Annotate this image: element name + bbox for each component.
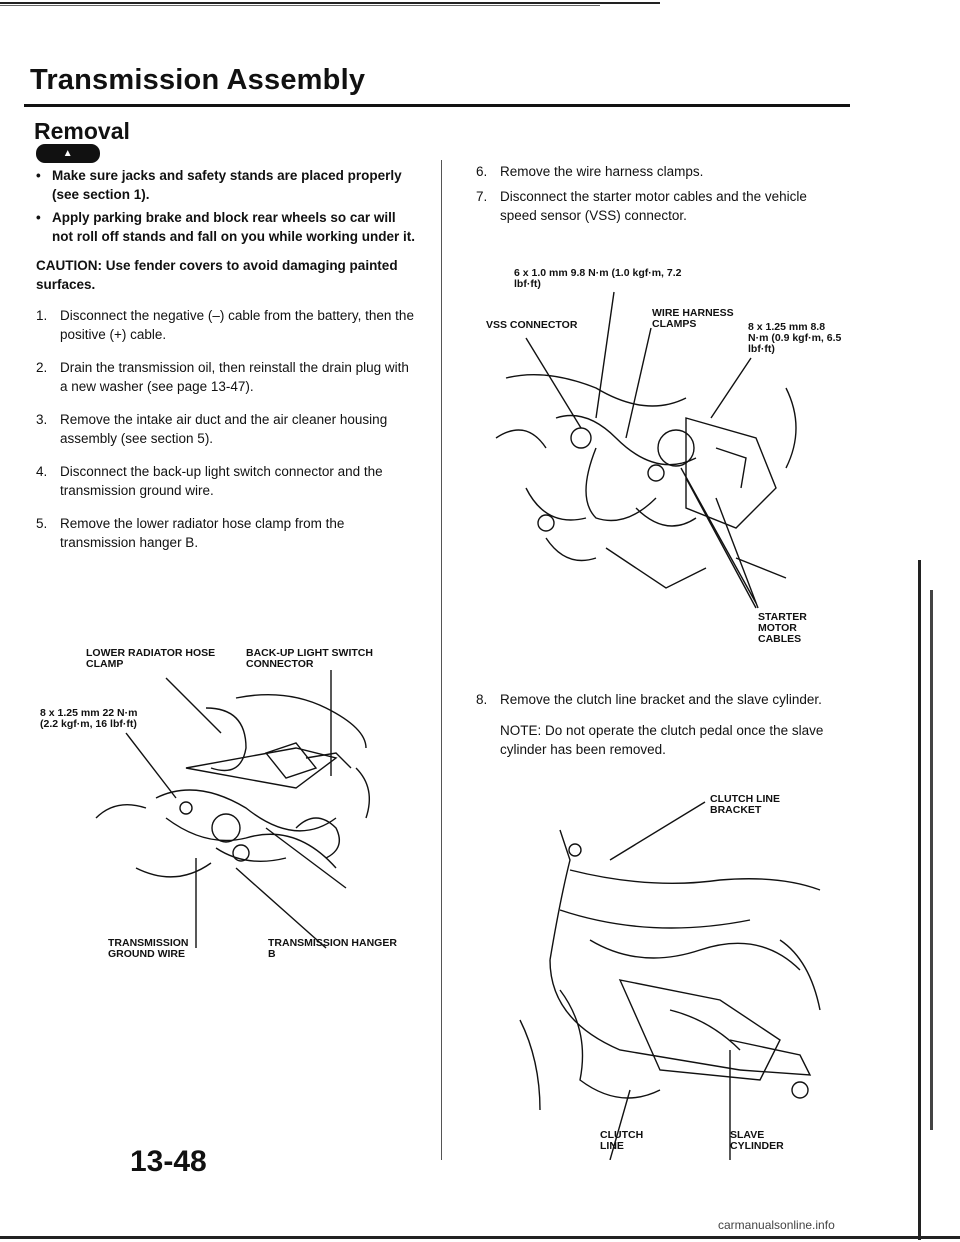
label-backup-light-switch-connector: BACK-UP LIGHT SWITCH CONNECTOR: [246, 647, 373, 670]
figure-starter-vss: 6 x 1.0 mm 9.8 N·m (1.0 kgf·m, 7.2 lbf·f…: [486, 268, 846, 668]
warning-bullet: Make sure jacks and safety stands are pl…: [36, 166, 416, 204]
label-starter-motor-cables: STARTER MOTOR CABLES: [758, 611, 807, 645]
left-column: Make sure jacks and safety stands are pl…: [36, 166, 416, 566]
step-number: 2.: [36, 360, 48, 375]
note-text: NOTE: Do not operate the clutch pedal on…: [500, 723, 824, 757]
step-item: 6. Remove the wire harness clamps.: [476, 162, 846, 181]
section-heading: Removal: [34, 118, 130, 144]
label-transmission-hanger-b: TRANSMISSION HANGER B: [268, 937, 397, 960]
warning-bullet: Apply parking brake and block rear wheel…: [36, 208, 416, 246]
step-text: Disconnect the negative (–) cable from t…: [60, 308, 414, 342]
caution-text: CAUTION: Use fender covers to avoid dama…: [36, 258, 398, 292]
step-text: Drain the transmission oil, then reinsta…: [60, 360, 409, 394]
label-bolt-spec-8x125-right: 8 x 1.25 mm 8.8 N·m (0.9 kgf·m, 6.5 lbf·…: [748, 321, 842, 355]
illustration-clutch-slave: [519, 801, 821, 1160]
label-wire-harness-clamps: WIRE HARNESS CLAMPS: [652, 307, 734, 330]
label-slave-cylinder: SLAVE CYLINDER: [730, 1129, 784, 1152]
figure-clutch-slave: CLUTCH LINE BRACKET CLUTCH LINE SLAVE CY…: [500, 790, 840, 1160]
step-number: 5.: [36, 516, 48, 531]
bottom-border-line: [0, 1236, 960, 1239]
label-lower-radiator-hose-clamp: LOWER RADIATOR HOSE CLAMP: [86, 647, 216, 670]
step-item: 2. Drain the transmission oil, then reins…: [36, 358, 416, 396]
warning-badge: ▲ WARNING: [36, 144, 100, 178]
figure-radiator-hose-clamp: LOWER RADIATOR HOSE CLAMP BACK-UP LIGHT …: [36, 648, 426, 978]
warning-bullets: Make sure jacks and safety stands are pl…: [36, 166, 416, 246]
step-text: Remove the clutch line bracket and the s…: [500, 692, 822, 707]
steps-list-left: 1. Disconnect the negative (–) cable from…: [36, 306, 416, 552]
scan-edge-line-secondary: [930, 590, 933, 1130]
page-title: Transmission Assembly: [30, 64, 366, 96]
step-number: 4.: [36, 464, 48, 479]
step-item: 4. Disconnect the back-up light switch co…: [36, 462, 416, 500]
step-item: 5. Remove the lower radiator hose clamp f…: [36, 514, 416, 552]
step-item: 3. Remove the intake air duct and the air…: [36, 410, 416, 448]
step-number: 7.: [476, 189, 488, 204]
title-rule: [24, 104, 850, 107]
label-bolt-spec-6x10: 6 x 1.0 mm 9.8 N·m (1.0 kgf·m, 7.2 lbf·f…: [514, 267, 682, 290]
step-item: 1. Disconnect the negative (–) cable from…: [36, 306, 416, 344]
label-clutch-line: CLUTCH LINE: [600, 1129, 644, 1152]
step-item: 8. Remove the clutch line bracket and th…: [476, 690, 846, 709]
label-bolt-spec-8x125: 8 x 1.25 mm 22 N·m (2.2 kgf·m, 16 lbf·ft…: [40, 707, 138, 730]
label-transmission-ground-wire: TRANSMISSION GROUND WIRE: [108, 937, 189, 960]
step-item: 7. Disconnect the starter motor cables an…: [476, 187, 846, 225]
step-number: 8.: [476, 692, 488, 707]
step-text: Remove the wire harness clamps.: [500, 164, 704, 179]
page-number: 13-48: [130, 1145, 207, 1178]
watermark: carmanualsonline.info: [718, 1218, 835, 1232]
label-clutch-line-bracket: CLUTCH LINE BRACKET: [710, 793, 780, 816]
step-text: Disconnect the back-up light switch conn…: [60, 464, 383, 498]
scan-edge-line: [918, 560, 921, 1240]
step-text: Disconnect the starter motor cables and …: [500, 189, 807, 223]
step-number: 6.: [476, 164, 488, 179]
illustration-radiator-clamp: [95, 670, 370, 949]
step-text: Remove the intake air duct and the air c…: [60, 412, 388, 446]
top-border-line: [0, 2, 660, 4]
step-text: Remove the lower radiator hose clamp fro…: [60, 516, 345, 550]
label-vss-connector: VSS CONNECTOR: [486, 319, 578, 331]
right-column-step8: 8. Remove the clutch line bracket and th…: [476, 690, 846, 759]
warning-triangle-icon: ▲: [62, 148, 74, 159]
right-column: 6. Remove the wire harness clamps. 7. Disc…: [476, 162, 846, 239]
steps-list-right: 6. Remove the wire harness clamps. 7. Disc…: [476, 162, 846, 225]
column-divider: [441, 160, 442, 1160]
illustration-starter-vss: [495, 291, 797, 609]
step-number: 3.: [36, 412, 48, 427]
step-number: 1.: [36, 308, 48, 323]
top-border-line-secondary: [0, 5, 600, 6]
